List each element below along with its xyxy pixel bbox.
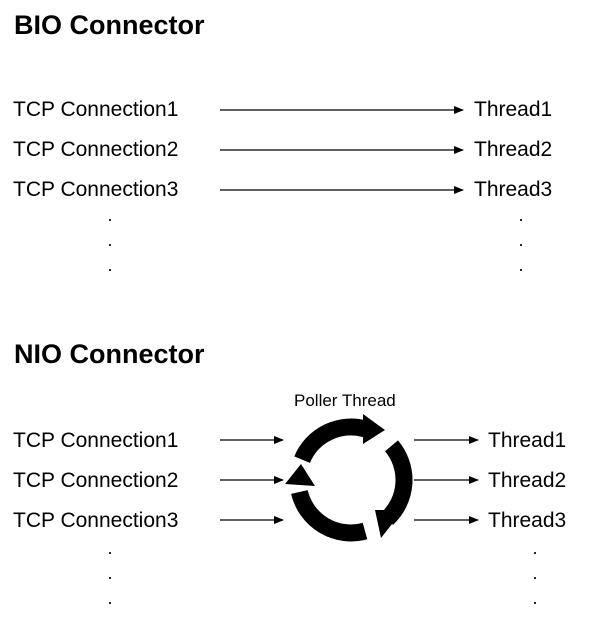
nio-thread-3: Thread3 bbox=[488, 509, 567, 532]
nio-connection-1: TCP Connection1 bbox=[13, 429, 179, 452]
bio-connection-1: TCP Connection1 bbox=[13, 98, 179, 121]
poller-thread-label: Poller Thread bbox=[294, 391, 396, 410]
nio-connection-2: TCP Connection2 bbox=[13, 469, 179, 492]
bio-threads-ellipsis: . . . bbox=[518, 205, 524, 275]
bio-connection-2: TCP Connection2 bbox=[13, 138, 179, 161]
nio-thread-2: Thread2 bbox=[488, 469, 567, 492]
bio-thread-1: Thread1 bbox=[474, 98, 553, 121]
nio-connection-3: TCP Connection3 bbox=[13, 509, 179, 532]
nio-connections-ellipsis: . . . bbox=[107, 538, 113, 608]
cycle-arrowheads bbox=[285, 414, 403, 538]
bio-heading: BIO Connector bbox=[14, 10, 205, 40]
bio-connection-3: TCP Connection3 bbox=[13, 178, 179, 201]
nio-heading: NIO Connector bbox=[14, 339, 205, 369]
bio-connections-ellipsis: . . . bbox=[107, 205, 113, 275]
bio-thread-2: Thread2 bbox=[474, 138, 553, 161]
bio-thread-3: Thread3 bbox=[474, 178, 553, 201]
nio-threads-ellipsis: . . . bbox=[532, 538, 538, 608]
nio-thread-1: Thread1 bbox=[488, 429, 567, 452]
